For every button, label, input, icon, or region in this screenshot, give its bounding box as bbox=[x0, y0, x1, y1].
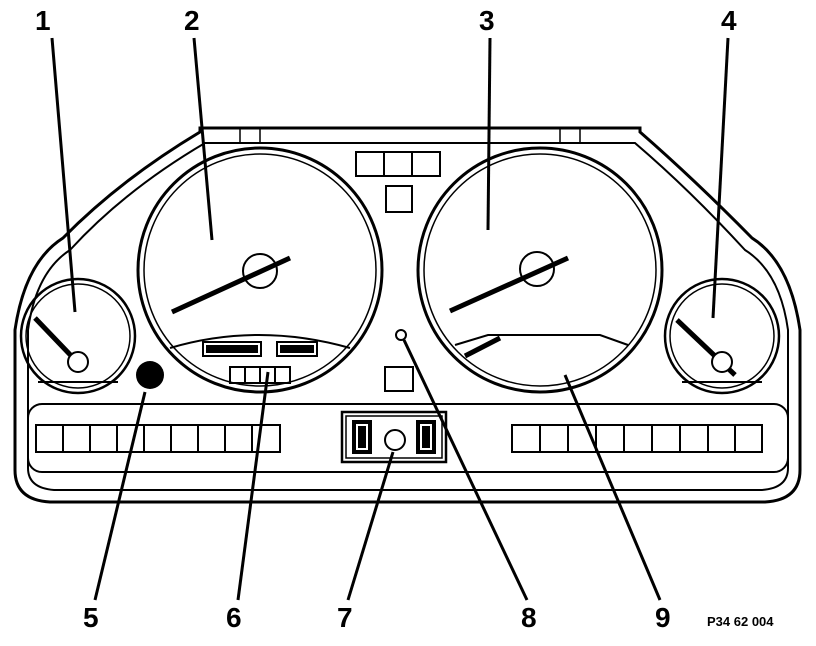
top-indicator-panel bbox=[355, 151, 441, 213]
cluster-housing bbox=[13, 126, 802, 504]
left-small-gauge bbox=[19, 277, 137, 395]
centre-lower-area bbox=[384, 329, 414, 392]
tachometer bbox=[416, 146, 664, 394]
callout-2: 2 bbox=[184, 5, 200, 36]
speedometer bbox=[136, 146, 384, 394]
callout-1: 1 bbox=[35, 5, 51, 36]
warning-strip bbox=[27, 403, 789, 473]
callout-7: 7 bbox=[337, 602, 353, 633]
callout-9: 9 bbox=[655, 602, 671, 633]
right-small-gauge bbox=[663, 277, 781, 395]
leader-lines bbox=[50, 37, 730, 601]
warning-lamp-dot bbox=[136, 361, 164, 389]
callout-4: 4 bbox=[721, 5, 737, 36]
callout-8: 8 bbox=[521, 602, 537, 633]
callout-5: 5 bbox=[83, 602, 99, 633]
indicator-lamps-right bbox=[511, 424, 763, 453]
reset-button-module bbox=[340, 410, 448, 464]
indicator-lamps-left bbox=[35, 424, 281, 453]
callout-3: 3 bbox=[479, 5, 495, 36]
callout-6: 6 bbox=[226, 602, 242, 633]
reference-code: P34 62 004 bbox=[707, 614, 774, 629]
